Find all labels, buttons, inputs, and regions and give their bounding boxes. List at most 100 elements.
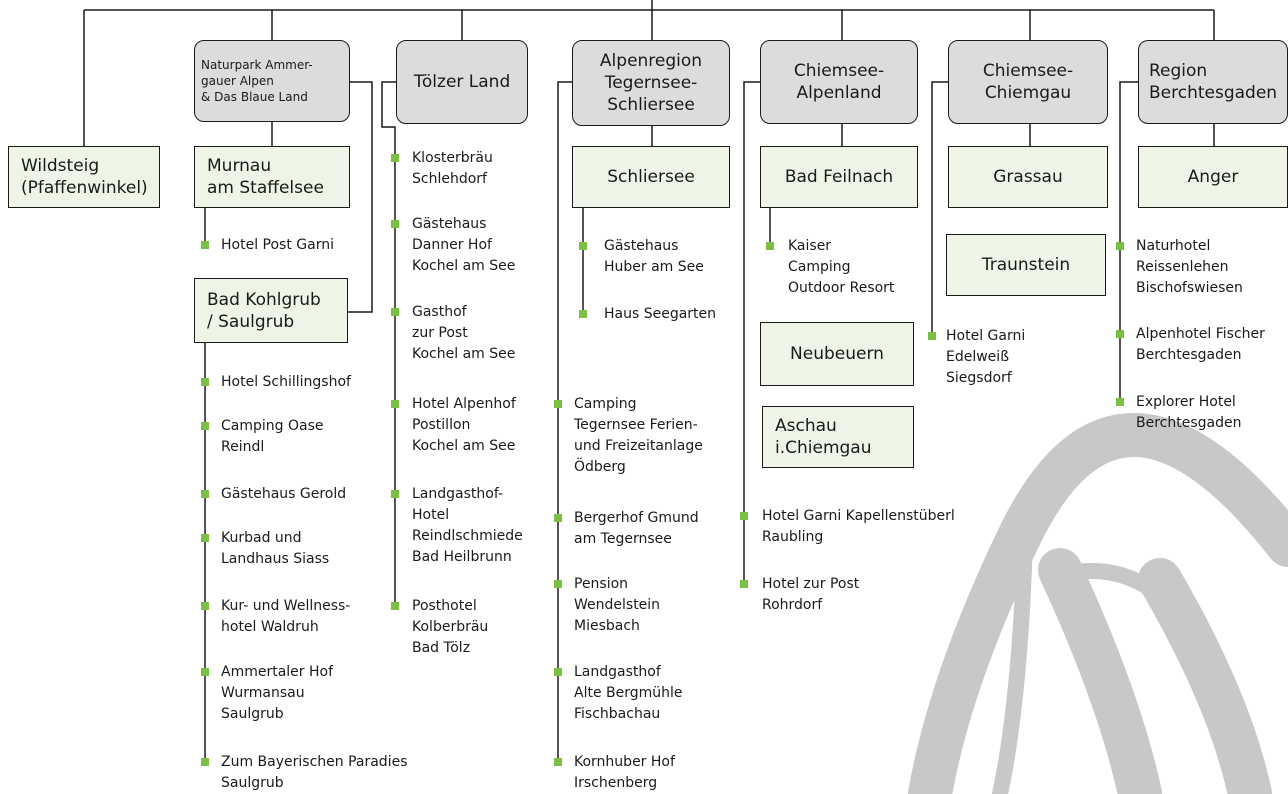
green-bullet-icon: [201, 534, 209, 542]
hotel-label-line: Posthotel: [412, 598, 477, 614]
hotel-label-line: Hotel Garni Kapellenstüberl: [762, 508, 955, 524]
hotel-label-line: Hotel Post Garni: [221, 237, 334, 253]
hotel-label-line: und Freizeitanlage: [574, 438, 703, 454]
hotel-label-line: Reindl: [221, 439, 265, 455]
place-box-grassau: Grassau: [948, 146, 1108, 208]
hotel-label-line: am Tegernsee: [574, 531, 672, 547]
mountain-watermark: [908, 413, 1288, 794]
hotel-label-line: Alte Bergmühle: [574, 685, 683, 701]
place-label-line: Aschau: [775, 416, 837, 436]
green-bullet-icon: [391, 154, 399, 162]
hotel-label-line: Zum Bayerischen Paradies: [221, 754, 408, 770]
hotel-label-line: Danner Hof: [412, 237, 492, 253]
hotel-label-line: Berchtesgaden: [1136, 415, 1242, 431]
place-box-feilnach: Bad Feilnach: [760, 146, 918, 208]
hotel-label-line: Huber am See: [604, 259, 704, 275]
green-bullet-icon: [766, 242, 774, 250]
hotel-entry-h-seegarten: Haus Seegarten: [604, 304, 716, 325]
hotel-label-line: Saulgrub: [221, 775, 284, 791]
hotel-label-line: Fischbachau: [574, 706, 661, 722]
region-box-toelz: Tölzer Land: [396, 40, 528, 124]
hotel-label-line: Gasthof: [412, 304, 467, 320]
hotel-label-line: Outdoor Resort: [788, 280, 895, 296]
green-bullet-icon: [391, 602, 399, 610]
place-label-line: Anger: [1187, 167, 1239, 187]
toelz-branch: [381, 81, 396, 605]
region-label-line: Alpenregion: [599, 51, 703, 71]
hotel-label-line: Ödberg: [574, 459, 626, 475]
green-bullet-icon: [740, 580, 748, 588]
hotel-label-line: Bergerhof Gmund: [574, 510, 699, 526]
hotel-label-line: Ammertaler Hof: [221, 664, 334, 680]
hotel-label-line: Siegsdorf: [946, 370, 1012, 386]
region-label-line: Chiemgau: [984, 83, 1072, 103]
hotel-label-line: Hotel Schillingshof: [221, 374, 351, 390]
hotel-label-line: Landhaus Siass: [221, 551, 330, 567]
green-bullet-icon: [391, 400, 399, 408]
region-label-line: gauer Alpen: [201, 74, 274, 88]
region-box-ammergau: Naturpark Ammer-gauer Alpen & Das Blaue L…: [194, 40, 350, 122]
hotel-label-line: Alpenhotel Fischer: [1136, 326, 1265, 342]
hotel-label-line: Bad Heilbrunn: [412, 549, 512, 565]
place-box-wildsteig: Wildsteig(Pfaffenwinkel): [8, 146, 160, 208]
green-bullet-icon: [554, 400, 562, 408]
tegernsee-branch: [557, 81, 572, 760]
chiemgau-branch: [931, 81, 948, 338]
hotel-label-line: Explorer Hotel: [1136, 394, 1236, 410]
hotel-entry-h-schillingshof: Hotel Schillingshof: [221, 372, 351, 393]
green-bullet-icon: [579, 310, 587, 318]
hotel-label-line: Rohrdorf: [762, 597, 823, 613]
hotel-label-line: Hotel Alpenhof: [412, 396, 516, 412]
green-bullet-icon: [201, 602, 209, 610]
region-label-line: Chiemsee-: [982, 61, 1074, 81]
green-bullet-icon: [554, 514, 562, 522]
hotel-label-line: Postillon: [412, 417, 471, 433]
berchtesgaden-branch: [1119, 81, 1138, 403]
hotel-label-line: Gästehaus Gerold: [221, 486, 347, 502]
hotel-label-line: Pension: [574, 576, 629, 592]
region-label-line: Berchtesgaden: [1149, 83, 1278, 103]
hotel-label-line: Camping: [788, 259, 851, 275]
place-box-neubeuern: Neubeuern: [760, 322, 914, 386]
place-box-schliersee: Schliersee: [572, 146, 730, 208]
hotel-label-line: Kaiser: [788, 238, 832, 254]
hotel-label-line: Kochel am See: [412, 346, 516, 362]
hotel-label-line: Kochel am See: [412, 438, 516, 454]
hotel-label-line: Bischofswiesen: [1136, 280, 1243, 296]
region-label-line: Chiemsee-: [793, 61, 885, 81]
green-bullet-icon: [554, 668, 562, 676]
region-label-line: & Das Blaue Land: [201, 90, 308, 104]
green-bullet-icon: [201, 241, 209, 249]
region-label-line: Naturpark Ammer-: [201, 58, 313, 72]
hotel-label-line: Haus Seegarten: [604, 306, 717, 322]
hotel-label-line: Saulgrub: [221, 706, 284, 722]
hotel-label-line: Tegernsee Ferien-: [574, 417, 698, 433]
green-bullet-icon: [1116, 330, 1124, 338]
place-label-line: am Staffelsee: [207, 178, 324, 198]
hotel-label-line: Hotel: [412, 507, 450, 523]
mountain-watermark-detail: [992, 532, 1173, 794]
hotel-label-line: Edelweiß: [946, 349, 1010, 365]
region-label-line: Tegernsee-: [604, 73, 698, 93]
hotel-label-line: zur Post: [412, 325, 468, 341]
place-label-line: Bad Feilnach: [784, 167, 894, 187]
hotel-label-line: Reissenlehen: [1136, 259, 1229, 275]
hotel-label-line: Hotel zur Post: [762, 576, 860, 592]
hotel-label-line: Kurbad und: [221, 530, 302, 546]
hotel-label-line: Kornhuber Hof: [574, 754, 675, 770]
